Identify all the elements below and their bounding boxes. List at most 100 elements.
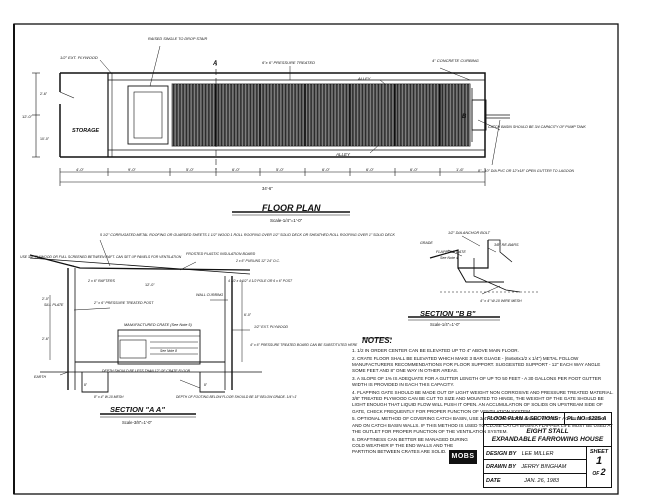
section-aa-dim-6: 8" — [204, 383, 208, 387]
dim-ticks — [59, 168, 486, 186]
title-block-drawn: DRAWN BY JERRY BINGHAM — [483, 459, 587, 474]
dim-1: 4'-0" — [76, 167, 85, 172]
section-aa-dim-4: 6'-0" — [244, 313, 252, 317]
note-4: 4. FLAPPING GATE SHOULD BE MADE OUT OF L… — [352, 390, 614, 414]
section-aa-depth: DEPTH SHOULD BE LESS THAN 12" OF CRATE F… — [102, 369, 191, 373]
catch-basin — [471, 99, 487, 131]
section-bb-gutter — [457, 267, 504, 283]
section-bb-leaders — [447, 235, 501, 295]
section-bb-wire-mesh: 4" x 4" W-10 WIRE MESH — [480, 299, 522, 303]
callout-alley-top: ALLEY — [357, 76, 371, 81]
section-marker-a: A — [212, 61, 217, 67]
section-aa — [29, 239, 262, 393]
section-bb-see-note: See Note 4 — [440, 256, 458, 260]
section-aa-dim-3: 12'-0" — [145, 283, 155, 287]
dim-4: 6'-0" — [232, 167, 241, 172]
sheet-of-row: OF 2 — [587, 467, 611, 477]
note-3: 3. A SLOPE OF 1% IS ADEQUATE FOR A GUTTE… — [352, 376, 602, 388]
section-aa-dim-2: 2'-6" — [42, 337, 50, 341]
stair-box-inner — [133, 91, 163, 139]
section-aa-leaders — [55, 239, 250, 389]
section-aa-scale: Scale-3/8"=1'-0" — [122, 420, 152, 425]
note-5: 5. OPTIONAL METHOD OF COVERING CATCH BAS… — [352, 416, 613, 434]
section-bb-title: SECTION "B B" — [420, 309, 476, 318]
crate-panel — [119, 339, 147, 359]
section-aa-purlins: 2 x 6" PURLINS 12" 24" O.C. — [235, 259, 280, 263]
dim-7: 6'-0" — [366, 167, 375, 172]
alley-label: ALLEY — [335, 152, 351, 157]
section-aa-wall-curbing: WALL CURBING — [196, 293, 223, 297]
section-bb-title-underline — [408, 316, 500, 321]
dim-left-bottom: 10'-0" — [40, 137, 50, 141]
door-swing — [59, 91, 75, 99]
stair-box — [127, 85, 169, 145]
sheet-number: 1 — [595, 455, 603, 467]
section-aa-pressure: 2" x 6" PRESSURE TREATED POST — [93, 301, 154, 305]
section-bb-rebar: 3/8" RE-BARS — [494, 243, 519, 247]
section-bb-scale: Scale-1/4"=1'-0" — [430, 322, 460, 327]
section-aa-title-underline — [100, 413, 196, 418]
callout-concrete-curbing: 4" CONCRETE CURBING — [432, 58, 479, 63]
drawn-value: JERRY BINGHAM — [521, 464, 567, 470]
note-1: 1. 1/2 IN ORDER CENTER CAN BE ELEVATED U… — [352, 348, 519, 353]
section-aa-plywood: 1/2" EXT. PLYWOOD — [254, 325, 288, 329]
floor-plan-title-underline — [232, 211, 350, 216]
floor-plan-scale: Scale-1/4"=1'-0" — [270, 218, 303, 223]
section-bb-slope — [473, 258, 521, 293]
design-value: LEE MILLER — [521, 451, 554, 457]
dim-overall: 34'-6" — [262, 186, 273, 191]
section-aa-pit-left — [81, 372, 109, 393]
sheet-label: SHEET — [589, 449, 609, 455]
date-label: DATE — [486, 478, 501, 484]
dim-2: 9'-0" — [128, 167, 137, 172]
project-line-2: EXPANDABLE FARROWING HOUSE — [491, 436, 604, 443]
callout-pressure-treated: 6"x 6" PRESSURE TREATED — [262, 60, 315, 65]
title-block: FLOOR PLAN & SECTIONS PL. NO. 6225-A EIG… — [449, 412, 612, 488]
note-6: 6. DRAFTINESS CAN BETTER BE MANAGED DURI… — [352, 436, 468, 455]
floor-plan — [32, 45, 510, 186]
plan-no-label: PL. NO. — [567, 416, 587, 422]
section-aa-sill: SILL PLATE — [44, 303, 64, 307]
section-aa-gravel: 8" x 4" W-10 MESH — [94, 395, 124, 399]
title-block-sheet: SHEET 1 OF 2 — [586, 446, 612, 488]
section-aa-corrugated: 5 1/2" CORRUGATED METAL ROOFING OR GUARD… — [100, 233, 395, 237]
section-bb — [429, 235, 540, 295]
floor-plan-title: FLOOR PLAN — [262, 203, 321, 213]
title-block-date: DATE JAN. 26, 1983 — [483, 473, 587, 488]
dim-left-overall: 12'-0" — [22, 114, 33, 119]
section-aa-gate: MANUFACTURED CRATE (See Note 5) — [124, 323, 193, 327]
note-2: 2. CRATE FLOOR SHALL BE ELEVATED WHICH M… — [352, 355, 601, 374]
section-aa-rafters: 2 x 6" RAFTERS — [87, 279, 115, 283]
logo: MOBS — [443, 446, 483, 470]
crate-grid — [171, 83, 471, 147]
title-block-project: EIGHT STALL EXPANDABLE FARROWING HOUSE — [483, 424, 612, 447]
section-aa-pit-right — [199, 372, 225, 393]
dim-3: 5'-0" — [186, 167, 195, 172]
sheet-total: 2 — [600, 467, 606, 477]
section-aa-frosted: FROSTED PLASTIC INSULATION BOARD — [186, 252, 256, 256]
date-value: JAN. 26, 1983 — [524, 478, 559, 484]
section-bb-wall — [429, 240, 489, 269]
section-aa-see-note: See Note 8 — [160, 349, 177, 353]
dim-6: 6'-0" — [322, 167, 331, 172]
drawn-label: DRAWN BY — [486, 464, 516, 470]
logo-mark: MOBS — [449, 450, 477, 464]
sheet-of-label: OF — [592, 471, 600, 477]
section-aa-bolted: 4" x 6" PRESSURE TREATED BOARD CAN BE SU… — [250, 343, 358, 347]
section-aa-post: 4 1/2 x 4 1/2" 4 1/2 POLE OR 6 x 6" POST — [228, 279, 293, 283]
dim-8: 6'-0" — [410, 167, 419, 172]
section-aa-title: SECTION "A A" — [110, 405, 165, 414]
section-marker-b: B — [462, 114, 467, 120]
floor-plan-outline — [60, 72, 486, 158]
section-bb-bolt: 1/2" DIA ANCHOR BOLT — [448, 231, 491, 235]
storage-label: STORAGE — [72, 128, 99, 134]
section-aa-dim-1: 2'-0" — [42, 297, 50, 301]
crate-bars — [118, 335, 200, 355]
callout-ext-plywood: 1/2" EXT. PLYWOOD — [60, 55, 98, 60]
section-bb-flap: FLAPPING GATE — [436, 250, 466, 254]
section-aa-screen: USE 3/4" PLYWOOD OR FULL SCREENED BETWEE… — [20, 255, 182, 259]
callout-catch-basin: CATCH BASIN SHOULD BE 3/4 CAPACITY OF PU… — [488, 125, 586, 129]
callout-raised-single: RAISED SINGLE TO DROP STAIR — [148, 37, 207, 41]
callout-pipe: 8" - 10" DIA PVC OR 12"x18" OPEN GUTTER … — [478, 169, 574, 173]
